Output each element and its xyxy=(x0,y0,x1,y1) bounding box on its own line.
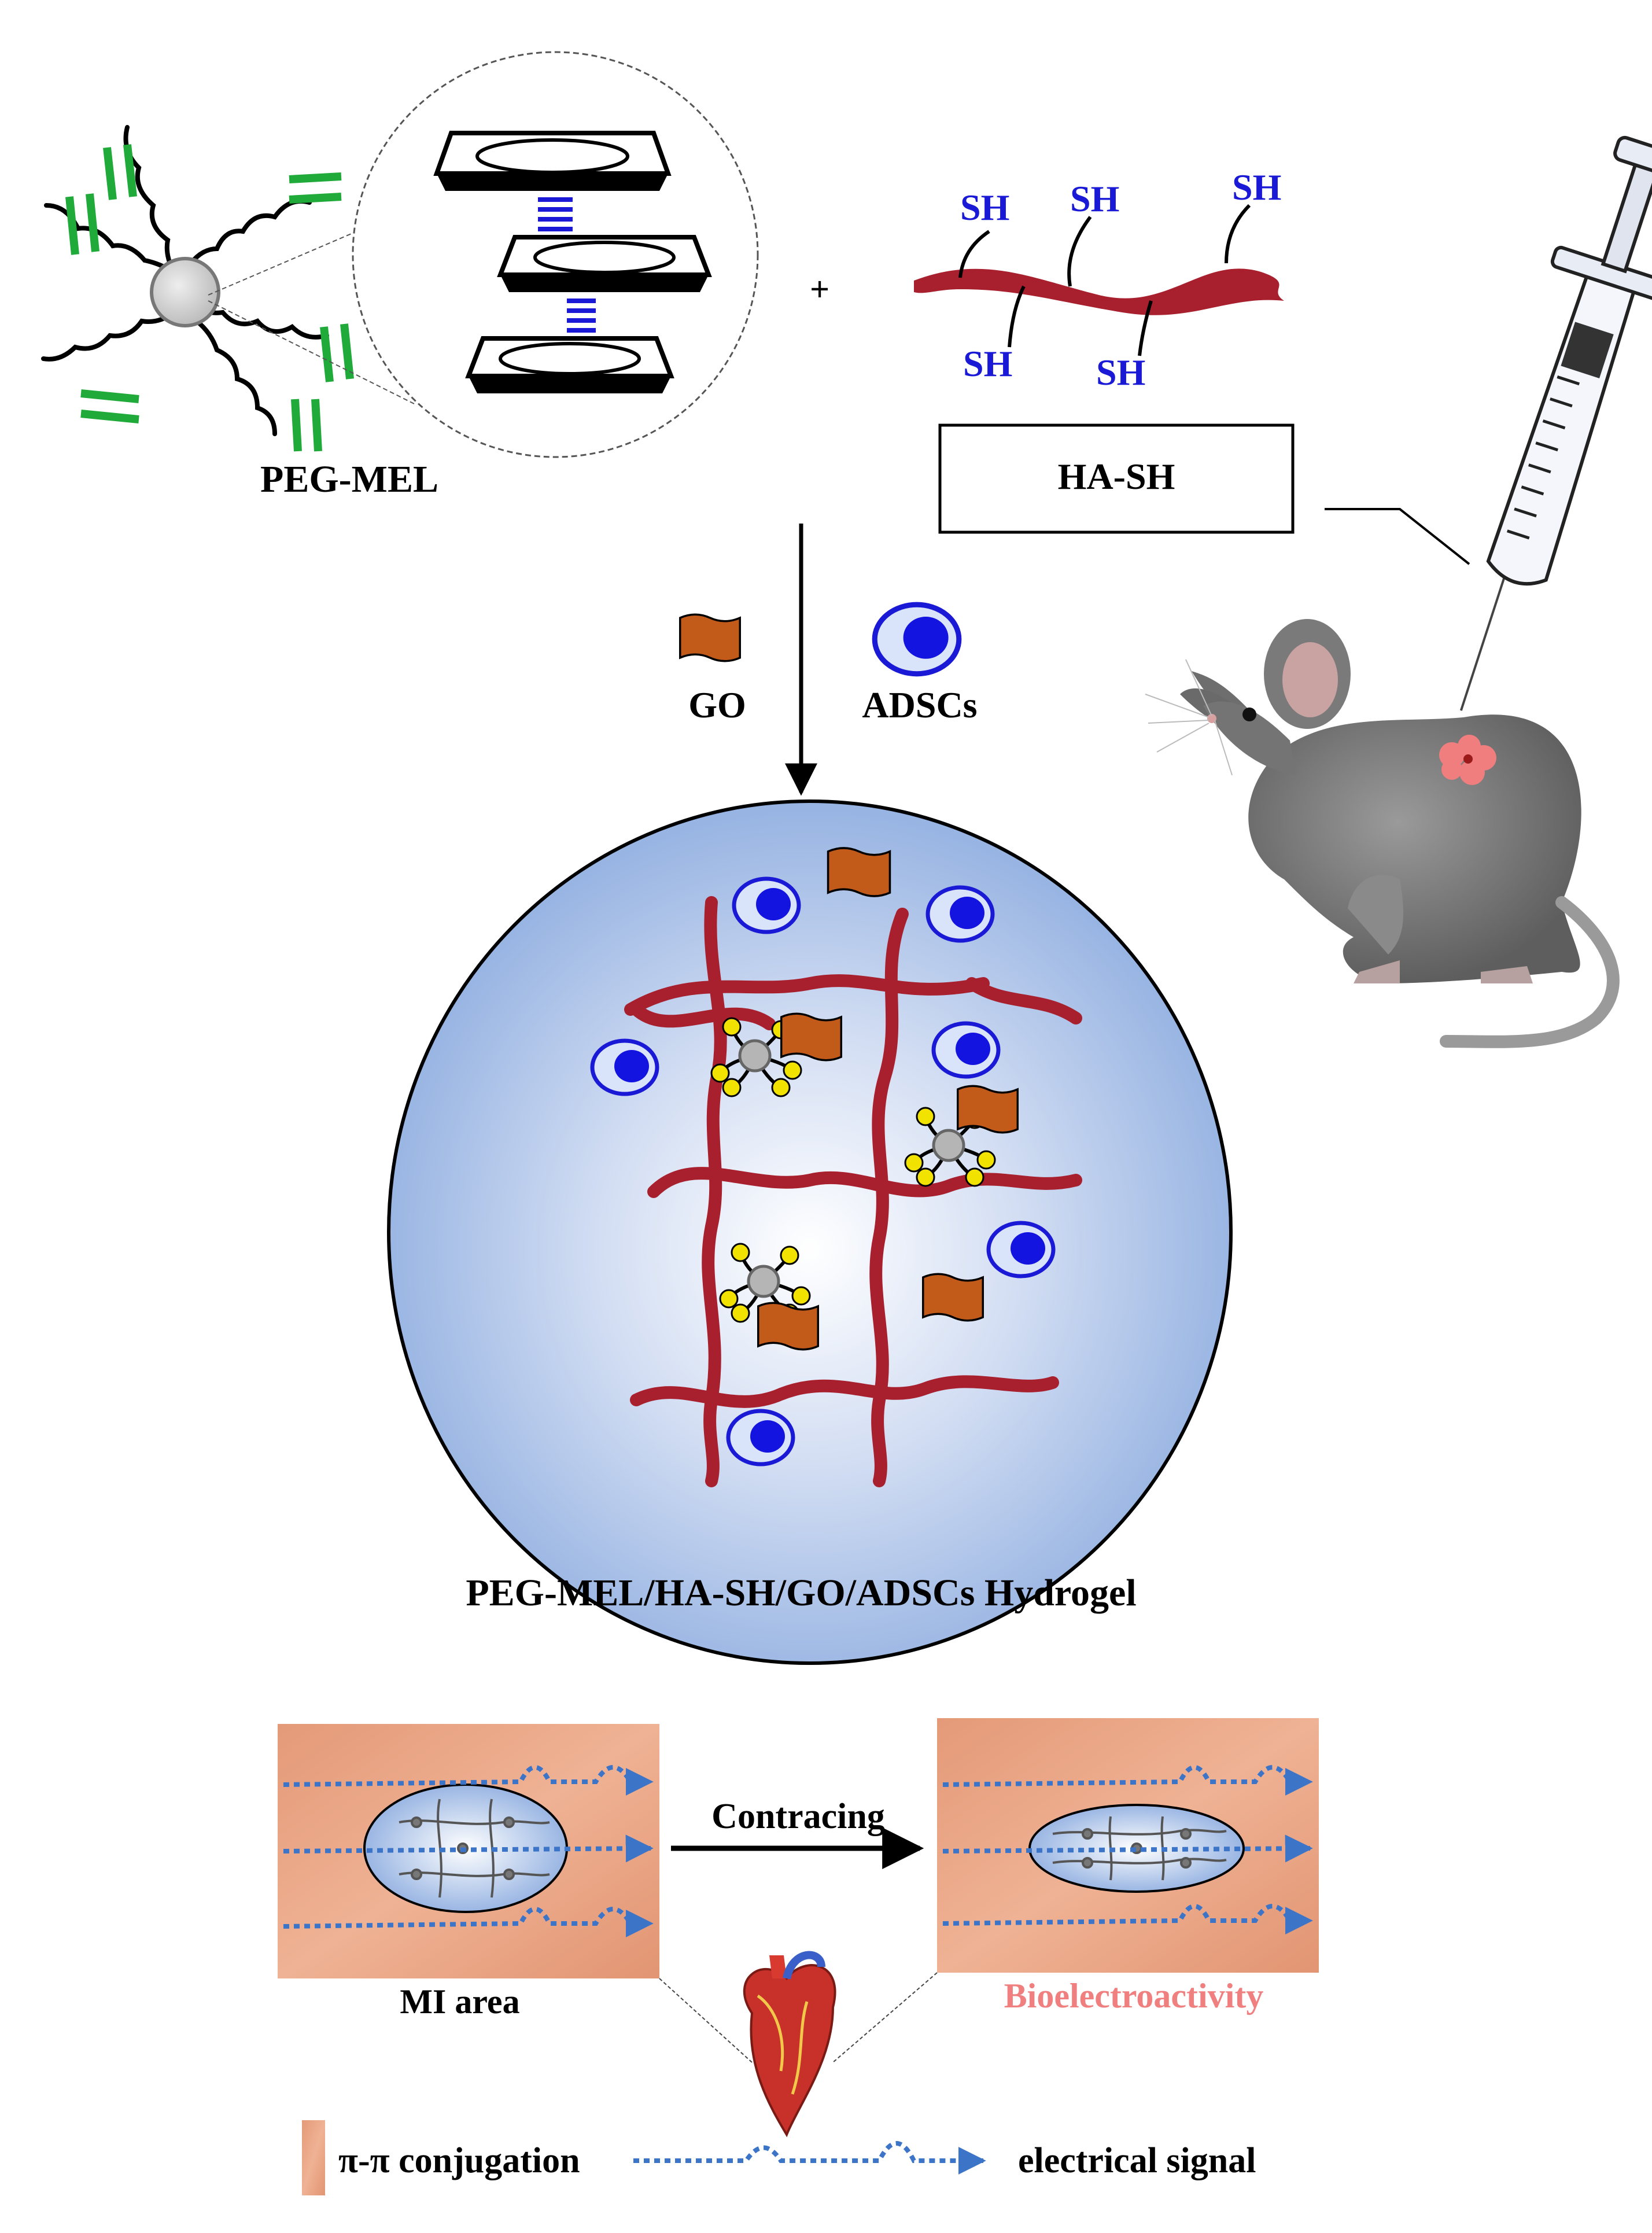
adsc-cell-in-gel xyxy=(728,1411,793,1464)
peg-mel-star xyxy=(41,125,354,452)
adsc-cell-in-gel xyxy=(928,887,993,941)
mi-area-panel xyxy=(278,1724,659,1978)
peg-mel-label: PEG-MEL xyxy=(260,458,438,500)
mouse-icon xyxy=(1145,619,1620,1048)
electrical-signal-lines xyxy=(283,1765,654,1937)
legend-electrical-signal: electrical signal xyxy=(1018,2141,1256,2180)
go-sheet-in-gel xyxy=(757,1302,820,1351)
sh-linkers xyxy=(958,204,1251,356)
sh-label-4: SH xyxy=(963,343,1012,384)
crosslinker-3 xyxy=(719,1243,811,1323)
go-label: GO xyxy=(688,684,746,725)
go-sheet-in-gel xyxy=(921,1273,984,1322)
syringe-icon xyxy=(1459,135,1652,711)
box-to-syringe-line xyxy=(1325,508,1470,565)
adsc-cell-in-gel xyxy=(592,1041,657,1094)
ha-sh-chain: SH SH SH SH SH xyxy=(914,167,1284,393)
peg-core xyxy=(150,257,220,327)
ring-bottom xyxy=(465,336,674,393)
mi-area-label: MI area xyxy=(400,1983,519,2021)
mini-network xyxy=(399,1799,550,1898)
hydrogel-label: PEG-MEL/HA-SH/GO/ADSCs Hydrogel xyxy=(466,1572,1136,1614)
ha-sh-label: HA-SH xyxy=(1058,456,1175,497)
plus-sign: + xyxy=(810,270,829,308)
adsc-cell-in-gel xyxy=(989,1223,1053,1276)
go-sheet-in-gel xyxy=(956,1085,1019,1134)
sh-label-1: SH xyxy=(960,187,1009,228)
adsc-cell-in-gel xyxy=(734,879,799,932)
adsc-cell-in-gel xyxy=(934,1023,998,1077)
legend: π-π conjugation electrical signal xyxy=(302,2120,1256,2195)
hydrogel-body xyxy=(387,799,1233,1665)
green-end-groups xyxy=(65,144,354,452)
crosslinker-1 xyxy=(710,1017,802,1097)
adsc-cell-icon xyxy=(875,605,959,674)
bioelectroactivity-label: Bioelectroactivity xyxy=(1004,1977,1264,2015)
legend-signal-line xyxy=(633,2141,986,2175)
go-sheet-in-gel xyxy=(827,847,891,897)
ha-sh-box xyxy=(938,423,1295,534)
go-sheet-icon xyxy=(679,613,742,662)
heart-callout xyxy=(659,1972,938,2063)
ha-network xyxy=(624,896,1082,1487)
sh-label-2: SH xyxy=(1070,178,1119,219)
heart-icon xyxy=(743,1951,836,2138)
pi-stack-rings xyxy=(433,131,712,393)
hydrogel-sphere xyxy=(387,799,1233,1665)
legend-tissue-swatch xyxy=(302,2120,325,2195)
legend-pi-conjugation: π-π conjugation xyxy=(338,2141,580,2180)
go-sheet-in-gel xyxy=(780,1012,843,1062)
adscs-label: ADSCs xyxy=(862,684,977,725)
stack-bonds-2 xyxy=(567,299,596,333)
sh-label-3: SH xyxy=(1232,167,1281,208)
contracing-label: Contracing xyxy=(711,1797,885,1836)
sh-label-5: SH xyxy=(1096,352,1145,393)
infarct-spot-icon xyxy=(1439,735,1496,785)
bioelectroactivity-panel xyxy=(937,1718,1319,1973)
stack-bonds-1 xyxy=(538,197,573,231)
electrical-signal-lines xyxy=(942,1765,1313,1934)
ring-mid xyxy=(497,235,712,292)
ha-backbone xyxy=(914,268,1284,315)
ring-top xyxy=(433,131,672,191)
